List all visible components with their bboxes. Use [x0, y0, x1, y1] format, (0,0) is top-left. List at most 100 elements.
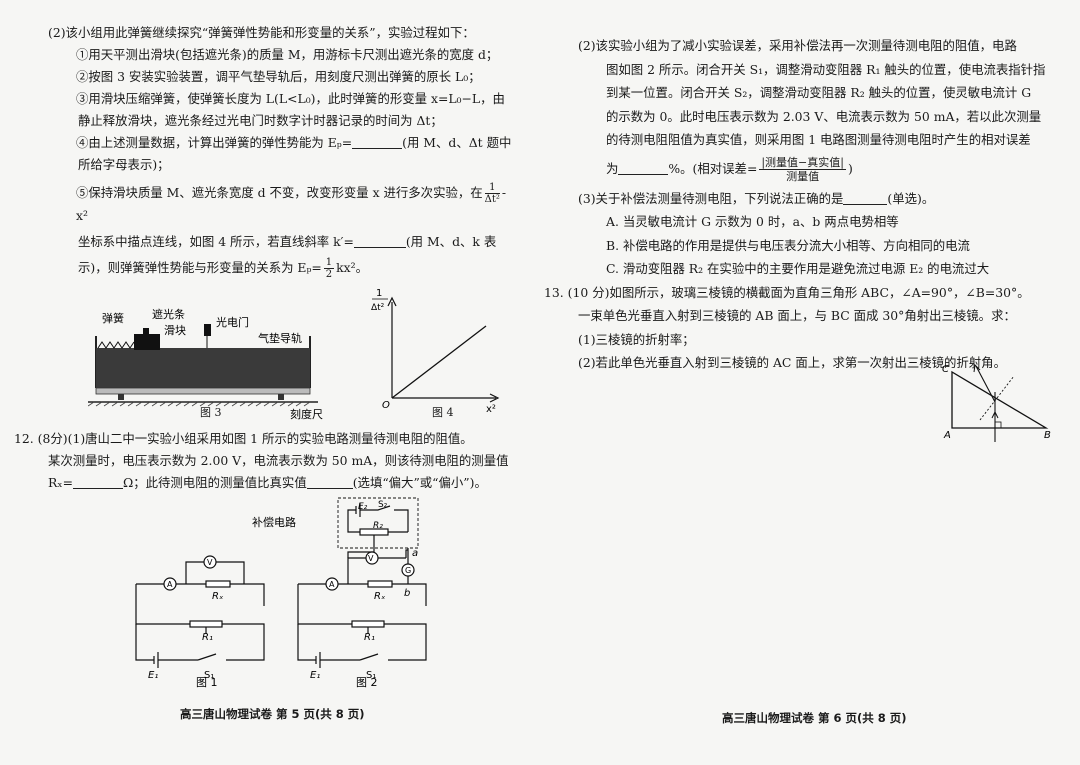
answer-blank-slope[interactable]: [353, 233, 406, 248]
step-4b: (用 M、d、Δt 题中: [402, 135, 512, 150]
fig2-r2-label: R₂: [373, 521, 383, 531]
graph-x-label: x²: [486, 404, 496, 415]
half-num: 1: [323, 257, 335, 269]
fig2-s1-label: S₁: [366, 670, 376, 681]
q12-line-c: Rₓ= Ω；此待测电阻的测量值比真实值 (选填“偏大”或“偏小”)。: [48, 472, 518, 494]
fig2-compensation-label: 补偿电路: [252, 515, 296, 529]
label-ruler: 刻度尺: [290, 407, 323, 421]
r-p2-a: (2)该实验小组为了减小实验误差，采用补偿法再一次测量待测电阻的阻值，电路: [578, 38, 1017, 53]
r-p2-d: 的示数为 0。此时电压表示数为 2.03 V、电流表示数为 50 mA，若以此次…: [606, 108, 1042, 124]
fig2-galvanometer-label: G: [405, 566, 411, 575]
rel-frac-num: |测量值−真实值|: [759, 155, 846, 170]
label-photogate: 光电门: [216, 315, 249, 329]
fig2-ammeter-label: A: [329, 580, 335, 589]
graph-y-den: Δt²: [371, 303, 385, 313]
fig2-e1-label: E₁: [310, 670, 320, 681]
fig1-s1-label: S₁: [204, 670, 214, 681]
q13-text-a: (10 分)如图所示，玻璃三棱镜的横截面为直角三角形 ABC，∠A=90°，∠B…: [567, 284, 1030, 300]
spring-shape: [97, 341, 135, 349]
left-column: (2)该小组用此弹簧继续探究“弹簧弹性势能和形变量的关系”，实验过程如下： ①用…: [48, 22, 518, 280]
prism-figure: C A B: [942, 363, 1051, 442]
rel-frac-den: 测量值: [786, 169, 820, 183]
q12-text-c1: Rₓ=: [48, 475, 73, 490]
r-p2-f1: 为: [606, 160, 619, 176]
option-a: A. 当灵敏电流计 G 示数为 0 时，a、b 两点电势相等: [606, 214, 899, 229]
figure-1-circuit: [135, 555, 265, 668]
figure-2-circuit: [297, 497, 427, 668]
fig2-b-label: b: [404, 588, 410, 599]
fig1-r1-label: R₁: [202, 632, 213, 643]
step-1: ①用天平测出滑块(包括遮光条)的质量 M，用游标卡尺测出遮光条的宽度 d；: [76, 47, 499, 62]
q12-text-c2: Ω；此待测电阻的测量值比真实值: [122, 475, 307, 490]
q13-line-a: 13. (10 分)如图所示，玻璃三棱镜的横截面为直角三角形 ABC，∠A=90…: [544, 281, 1058, 305]
q12-line-b: 某次测量时，电压表示数为 2.00 V，电流表示数为 50 mA，则该待测电阻的…: [48, 453, 509, 468]
figure-3-air-track: 弹簧 遮光条 滑块 光电门 气垫导轨 刻度尺: [88, 307, 323, 421]
answer-blank-rx[interactable]: [72, 474, 123, 489]
step-5f: kx²。: [336, 260, 369, 275]
label-air-track: 气垫导轨: [258, 331, 302, 345]
graph-y-num: 1: [376, 288, 382, 299]
r-p3-text: (3)关于补偿法测量待测电阻，下列说法正确的是: [578, 190, 844, 206]
step-3a: ③用滑块压缩弹簧，使弹簧长度为 L(L<L₀)，此时弹簧的形变量 x=L₀−L，…: [76, 91, 505, 106]
r-p2-f3: ): [847, 160, 853, 176]
figure-4-graph: 1 Δt² x² O: [371, 288, 500, 415]
fig2-s2-label: S₂: [378, 500, 388, 510]
step-5b: -x²: [76, 185, 507, 223]
q12-text-a: (8分)(1)唐山二中一实验小组采用如图 1 所示的实验电路测量待测电阻的阻值。: [37, 431, 473, 446]
r-p2-b: 图如图 2 所示。闭合开关 S₁，调整滑动变阻器 R₁ 触头的位置，使电流表指针…: [606, 61, 1046, 77]
step-5a: ⑤保持滑块质量 M、遮光条宽度 d 不变，改变形变量 x 进行多次实验，在: [76, 185, 483, 200]
r-p2-e: 的待测电阻阻值为真实值，则采用图 1 电路图测量待测电阻时产生的相对误差: [606, 132, 1031, 147]
r-p2-f: 为%。(相对误差=|测量值−真实值|测量值): [578, 156, 1058, 183]
fig1-e1-label: E₁: [148, 670, 158, 681]
q12-text-c3: (选填“偏大”或“偏小”)。: [352, 475, 487, 490]
step-2: ②按图 3 安装实验装置，调平气垫导轨后，用刻度尺测出弹簧的原长 L₀；: [76, 69, 481, 84]
q12-line-a: 12. (8分)(1)唐山二中一实验小组采用如图 1 所示的实验电路测量待测电阻…: [14, 428, 518, 450]
vertex-a-label: A: [943, 430, 951, 441]
footer-right: 高三唐山物理试卷 第 6 页(共 8 页): [722, 711, 907, 725]
option-b: B. 补偿电路的作用是提供与电压表分流大小相等、方向相同的电流: [606, 237, 970, 253]
fig1-ammeter-label: A: [167, 580, 173, 589]
prism-triangle: [951, 370, 1049, 429]
answer-blank-choice[interactable]: [843, 190, 888, 205]
step-5d: (用 M、d、k 表: [405, 234, 497, 249]
q13-number: 13.: [544, 284, 564, 300]
q13-line-b: 一束单色光垂直入射到三棱镜的 AB 面上，与 BC 面成 30°角射出三棱镜。求…: [578, 308, 1016, 323]
option-c: C. 滑动变阻器 R₂ 在实验中的主要作用是避免流过电源 E₂ 的电流过大: [606, 261, 990, 276]
fig2-r1-label: R₁: [364, 632, 375, 643]
slider-block: [134, 334, 160, 350]
q11-part2-intro: (2)该小组用此弹簧继续探究“弹簧弹性势能和形变量的关系”，实验过程如下：: [48, 25, 475, 40]
answer-blank-ep[interactable]: [352, 134, 403, 149]
step-5c-line: 坐标系中描点连线，如图 4 所示，若直线斜率 k′= (用 M、d、k 表: [48, 231, 518, 253]
r-p3-end: (单选)。: [887, 190, 935, 206]
graph-origin: O: [382, 400, 390, 411]
answer-blank-relative-error[interactable]: [618, 160, 669, 175]
q13-sub-1: (1)三棱镜的折射率；: [578, 331, 695, 347]
figure-4-caption: 图 4: [432, 406, 454, 419]
frac-den: Δt²: [484, 194, 500, 205]
relative-error-fraction: |测量值−真实值|测量值: [759, 156, 846, 183]
frac-num: 1: [484, 182, 500, 194]
figure-3-caption: 图 3: [200, 406, 222, 419]
step-4a: ④由上述测量数据，计算出弹簧的弹性势能为 Eₚ=: [76, 135, 353, 150]
fig2-rx-label: Rₓ: [374, 591, 386, 602]
answer-blank-compare[interactable]: [306, 474, 353, 489]
air-track-body: [96, 348, 310, 388]
fig1-voltmeter-label: V: [207, 558, 213, 567]
fig2-e2-label: E₂: [358, 502, 368, 512]
photogate-shape: [204, 324, 211, 336]
label-shade-strip: 遮光条: [152, 307, 185, 321]
fig2-voltmeter-label: V: [368, 554, 374, 563]
ruler-strip: [95, 387, 311, 395]
q12-block: 12. (8分)(1)唐山二中一实验小组采用如图 1 所示的实验电路测量待测电阻…: [14, 428, 518, 494]
fig1-rx-label: Rₓ: [212, 591, 224, 602]
step-5c: 坐标系中描点连线，如图 4 所示，若直线斜率 k′=: [78, 234, 354, 249]
circuit-figures: A V Rₓ R₁ E₁ S₁ 图 1: [135, 497, 427, 689]
q13-sub-2: (2)若此单色光垂直入射到三棱镜的 AC 面上，求第一次射出三棱镜的折射角。: [578, 355, 1006, 370]
vertex-c-label: C: [942, 364, 949, 375]
r-p3: (3)关于补偿法测量待测电阻，下列说法正确的是 (单选)。: [578, 187, 1058, 211]
figure-2-caption: 图 2: [356, 676, 378, 689]
